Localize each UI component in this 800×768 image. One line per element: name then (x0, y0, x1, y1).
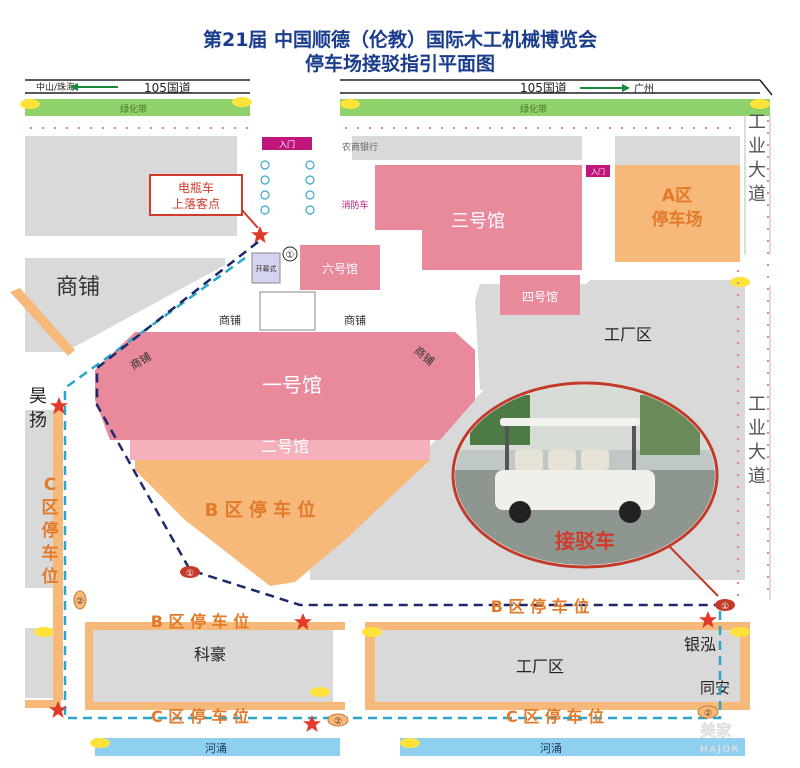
star-icon (699, 611, 717, 628)
greenbelt-right-label: 绿化带 (520, 103, 547, 115)
hall-3-label: 三号馆 (451, 211, 505, 232)
industrial-avenue-top-label: 工业大道 (748, 112, 766, 205)
hall-4-label: 四号馆 (522, 289, 558, 304)
border-markers (30, 120, 769, 600)
industrial-avenue-bottom: 工业大道 (748, 285, 771, 600)
zone-a-sub-label: 停车场 (652, 209, 703, 230)
pickup-callout-line2: 上落客点 (172, 196, 220, 211)
pickup-callout-line1: 电瓶车 (178, 180, 214, 195)
shuttle-route-c (63, 256, 722, 720)
hall-4 (500, 275, 580, 315)
factory-right-label: 工厂区 (604, 325, 652, 344)
shuttle-photo-caption: 接驳车 (555, 529, 615, 553)
star-icon (303, 715, 321, 732)
watermark-brand: 美家 (700, 721, 732, 740)
hall-2-label: 二号馆 (261, 437, 309, 456)
orange-strip-left (53, 410, 63, 700)
river-left-label: 河涌 (205, 742, 227, 755)
shop-a-label: 商铺 (219, 313, 241, 327)
shuttle-stops (49, 226, 717, 732)
parking-zone-b (135, 460, 430, 586)
industrial-avenue-bottom-label: 工业大道 (748, 394, 766, 487)
hall-6 (300, 245, 380, 290)
hall-3 (375, 165, 582, 270)
tongan-label: 同安 (700, 679, 730, 697)
parking-zone-a (615, 165, 740, 262)
highway-105-right: 105国道 广州 (340, 79, 773, 96)
star-icon (50, 397, 68, 414)
shuttle-route-b (95, 241, 720, 607)
shop-left-label: 商铺 (56, 275, 100, 300)
star-icon (251, 226, 269, 243)
river-left (95, 738, 340, 756)
factory-bottom-label: 工厂区 (516, 657, 564, 676)
hall-2 (130, 440, 430, 460)
greenbelt-right (340, 99, 770, 116)
orange-strip-b-right (365, 622, 750, 630)
zone-a-label: A区 (662, 186, 692, 206)
star-icon (294, 613, 312, 630)
shop-b-label: 商铺 (344, 313, 366, 327)
star-icon (49, 701, 67, 718)
entrance-top (262, 137, 312, 150)
queue-markers (260, 160, 315, 215)
hall-6-label: 六号馆 (322, 261, 358, 276)
industrial-avenue-top: 工业大道 (744, 112, 771, 255)
entrance-top-label: 入门 (279, 139, 295, 149)
zone-c-bottom-right-label: C 区 停 车 位 (506, 707, 604, 726)
fire-station-label: 消防车 (341, 199, 368, 211)
zone-b-main-label: B 区 停 车 位 (205, 499, 316, 521)
entrance-right-label: 入门 (591, 167, 605, 176)
orange-strip-c-right (365, 702, 750, 710)
haoyang-label: 昊扬 (29, 386, 47, 431)
road-105-right: 105国道 (520, 81, 567, 95)
zone-b-bottom-left-label: B 区 停 车 位 (151, 612, 249, 631)
orange-strip-diag (10, 288, 75, 356)
shuttle-photo: 接驳车 (451, 381, 719, 597)
kehao-label: 科豪 (194, 645, 226, 664)
entrance-right (586, 165, 610, 177)
route-badge-2: ① (186, 569, 194, 579)
river-right (400, 738, 745, 756)
destination-zhongshan: 中山/珠海 (36, 81, 75, 93)
highway-105-left: 中山/珠海 105国道 (25, 79, 250, 95)
river-right-label: 河涌 (540, 742, 562, 755)
yinhong-label: 银泓 (684, 635, 716, 654)
zone-c-bottom-left-label: C 区 停 车 位 (151, 707, 249, 726)
orange-strip-c-left (85, 702, 345, 710)
zone-b-bottom-right-label: B 区 停 车 位 (491, 597, 589, 616)
greenbelt-left (25, 99, 250, 116)
title-line1: 第21届 中国顺德（伦教）国际木工机械博览会 (203, 28, 597, 51)
orange-strip-b-left (85, 622, 345, 630)
open-booth (251, 252, 281, 284)
route-badge-6: ② (704, 709, 712, 719)
route-badge-5: ② (334, 717, 342, 727)
open-booth-label: 开幕式 (256, 264, 277, 273)
destination-guangzhou: 广州 (634, 83, 654, 95)
watermark-sub: MAJOR (700, 745, 740, 755)
road-105-left: 105国道 (144, 81, 191, 95)
route-badge-3: ① (721, 602, 729, 612)
hall-1 (95, 332, 475, 440)
route-badge-4: ② (76, 597, 84, 607)
route-badges: ① ① ① ② ② ② (73, 246, 735, 727)
pickup-callout: 电瓶车 上落客点 (149, 174, 259, 229)
bank-label: 农商银行 (342, 141, 378, 153)
hall-1-label: 一号馆 (262, 373, 322, 397)
greenbelt-left-label: 绿化带 (120, 103, 147, 115)
route-badge-1: ① (286, 250, 295, 261)
exhibition-halls (95, 165, 582, 460)
title-line2: 停车场接驳指引平面图 (305, 52, 495, 75)
